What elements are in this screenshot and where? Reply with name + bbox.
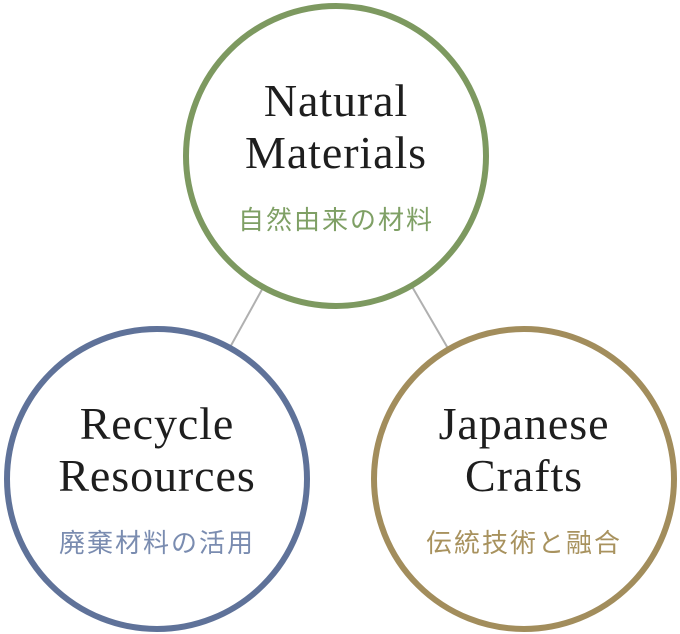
circle-japanese-crafts: Japanese Crafts 伝統技術と融合: [371, 326, 677, 632]
circle-japanese-crafts-subtitle-jp: 伝統技術と融合: [425, 529, 622, 559]
title-line: Crafts: [465, 450, 583, 502]
title-line: Materials: [245, 127, 427, 179]
circle-recycle-resources-subtitle-jp: 廃棄材料の活用: [58, 529, 255, 559]
circle-natural-materials: Natural Materials 自然由来の材料: [183, 3, 489, 309]
circle-recycle-resources-title: Recycle Resources: [58, 398, 255, 502]
circle-recycle-resources: Recycle Resources 廃棄材料の活用: [4, 326, 310, 632]
title-line: Japanese: [438, 398, 610, 450]
title-line: Natural: [263, 75, 409, 127]
title-line: Resources: [58, 450, 256, 502]
circle-natural-materials-subtitle-jp: 自然由来の材料: [237, 206, 434, 236]
circle-natural-materials-title: Natural Materials: [245, 75, 427, 179]
title-line: Recycle: [79, 398, 235, 450]
circle-japanese-crafts-title: Japanese Crafts: [439, 398, 610, 502]
